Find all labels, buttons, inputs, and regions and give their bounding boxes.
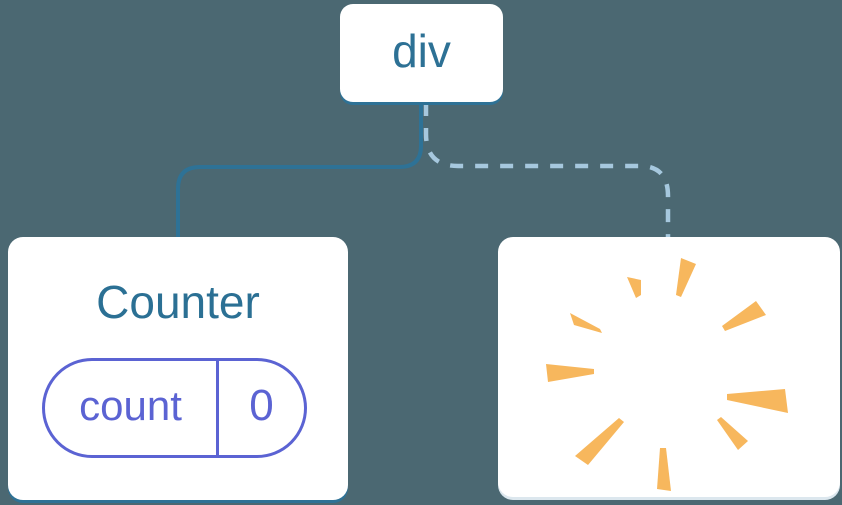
connector-solid <box>176 101 423 238</box>
tree-node-div-label: div <box>392 25 451 77</box>
tree-node-counter: Counter count 0 <box>8 237 348 500</box>
tree-node-div: div <box>340 4 503 102</box>
connector-dashed <box>423 103 671 238</box>
poof-rays <box>546 258 788 491</box>
state-key: count <box>45 361 219 455</box>
counter-node-title: Counter <box>96 276 260 328</box>
state-value: 0 <box>249 381 274 430</box>
poof-starburst-icon <box>546 258 788 491</box>
state-pill: count 0 <box>42 358 307 458</box>
tree-node-removed <box>498 237 840 497</box>
